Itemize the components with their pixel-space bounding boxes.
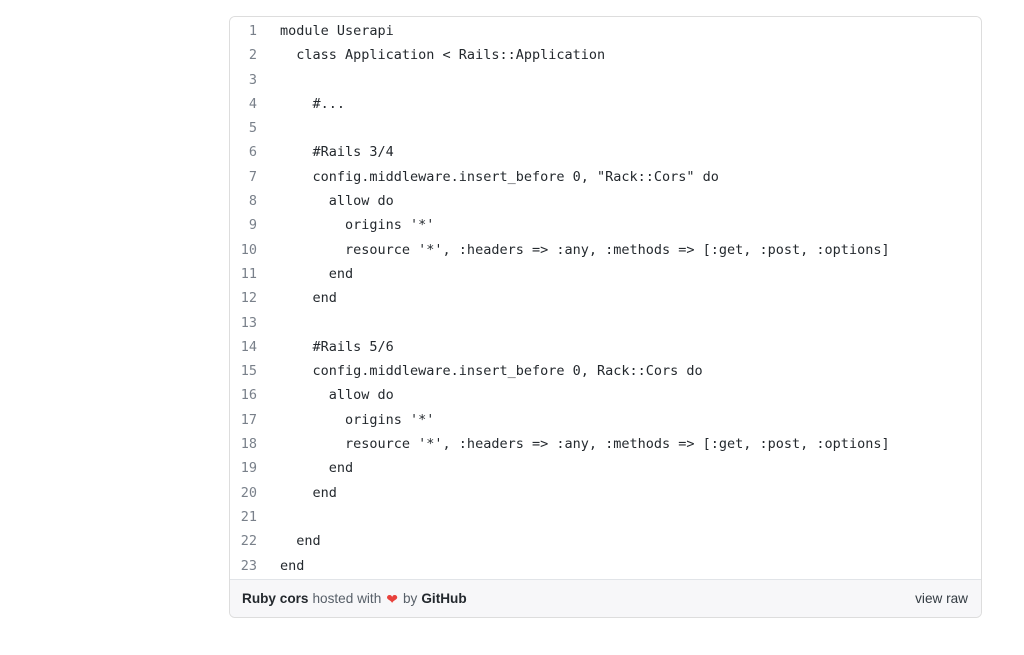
code-line: 6 #Rails 3/4 — [230, 140, 981, 164]
line-number: 14 — [240, 338, 257, 355]
line-content: end — [280, 265, 354, 282]
gist-file-link[interactable]: Ruby cors — [242, 591, 309, 606]
line-content: allow do — [280, 387, 394, 404]
line-content: config.middleware.insert_before 0, Rack:… — [280, 363, 703, 380]
line-number: 9 — [248, 217, 257, 234]
code-line: 2 class Application < Rails::Application — [230, 43, 981, 67]
line-content: origins '*' — [280, 411, 435, 428]
code-line: 12 end — [230, 286, 981, 310]
code-lines: 1 module Userapi 2 class Application < Rai… — [230, 17, 981, 579]
github-link[interactable]: GitHub — [421, 591, 467, 606]
by-text: by — [402, 591, 418, 606]
line-number: 2 — [248, 47, 257, 64]
code-line: 16 allow do — [230, 383, 981, 407]
line-number: 6 — [248, 144, 257, 161]
code-line: 9 origins '*' — [230, 213, 981, 237]
code-line: 22 end — [230, 529, 981, 553]
line-content: #Rails 3/4 — [280, 144, 394, 161]
line-number: 16 — [240, 387, 257, 404]
line-number: 8 — [248, 193, 257, 210]
line-number: 7 — [248, 168, 257, 185]
line-content: end — [280, 460, 354, 477]
line-content: #... — [280, 95, 346, 112]
line-content: resource '*', :headers => :any, :methods… — [280, 436, 890, 453]
line-content: end — [280, 484, 337, 501]
line-number: 1 — [248, 23, 257, 39]
code-line: 14 #Rails 5/6 — [230, 335, 981, 359]
line-content: class Application < Rails::Application — [280, 47, 606, 64]
code-line: 7 config.middleware.insert_before 0, "Ra… — [230, 165, 981, 189]
code-line: 23 end — [230, 554, 981, 578]
code-line: 18 resource '*', :headers => :any, :meth… — [230, 432, 981, 456]
line-number: 20 — [240, 484, 257, 501]
code-line: 17 origins '*' — [230, 408, 981, 432]
line-number: 13 — [240, 314, 257, 331]
code-line: 21 — [230, 505, 981, 529]
line-number: 10 — [240, 241, 257, 258]
code-line: 10 resource '*', :headers => :any, :meth… — [230, 238, 981, 262]
line-content: end — [280, 533, 321, 550]
code-line: 11 end — [230, 262, 981, 286]
line-number: 22 — [240, 533, 257, 550]
line-number: 19 — [240, 460, 257, 477]
gist-attribution: Ruby cors hosted with ❤ by GitHub — [242, 591, 467, 606]
line-number: 11 — [240, 265, 257, 282]
view-raw-link[interactable]: view raw — [915, 591, 968, 606]
line-number: 12 — [240, 290, 257, 307]
hosted-with-text: hosted with — [312, 591, 382, 606]
code-line: 3 — [230, 68, 981, 92]
line-number: 18 — [240, 436, 257, 453]
code-line: 8 allow do — [230, 189, 981, 213]
line-number: 15 — [240, 363, 257, 380]
code-line: 4 #... — [230, 92, 981, 116]
line-content: origins '*' — [280, 217, 435, 234]
line-number: 5 — [248, 120, 257, 137]
code-line: 1 module Userapi — [230, 19, 981, 43]
line-number: 21 — [240, 508, 257, 525]
line-content: config.middleware.insert_before 0, "Rack… — [280, 168, 719, 185]
code-line: 15 config.middleware.insert_before 0, Ra… — [230, 359, 981, 383]
line-number: 4 — [248, 95, 257, 112]
line-content: end — [280, 290, 337, 307]
line-content: #Rails 5/6 — [280, 338, 394, 355]
gist-footer: Ruby cors hosted with ❤ by GitHub view r… — [230, 579, 981, 617]
line-content: module Userapi — [280, 23, 394, 39]
code-line: 19 end — [230, 456, 981, 480]
line-content: end — [280, 557, 305, 574]
line-number: 17 — [240, 411, 257, 428]
code-line: 5 — [230, 116, 981, 140]
code-line: 20 end — [230, 481, 981, 505]
code-line: 13 — [230, 311, 981, 335]
line-content: allow do — [280, 193, 394, 210]
line-number: 23 — [240, 557, 257, 574]
line-content: resource '*', :headers => :any, :methods… — [280, 241, 890, 258]
heart-icon: ❤ — [386, 590, 398, 607]
line-number: 3 — [248, 71, 257, 88]
gist-embed: 1 module Userapi 2 class Application < Rai… — [229, 16, 982, 618]
